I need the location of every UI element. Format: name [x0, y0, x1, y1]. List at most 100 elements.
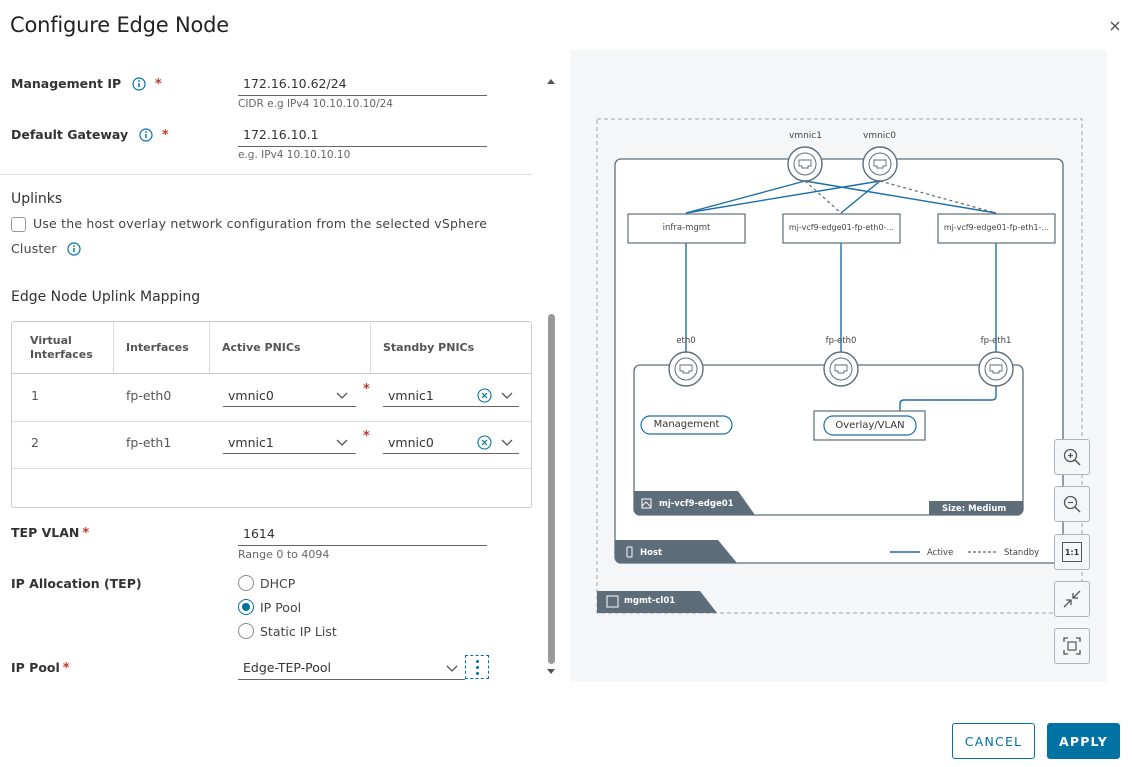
- active-pnic-select[interactable]: vmnic0: [223, 385, 356, 407]
- chevron-down-icon: [336, 392, 348, 399]
- edge-size-tab: [929, 501, 1023, 515]
- vmnic0-node: [862, 146, 898, 182]
- chevron-down-icon: [501, 439, 513, 446]
- radio-dhcp[interactable]: [238, 575, 254, 591]
- info-icon[interactable]: [67, 242, 81, 256]
- tep-vlan-label: TEP VLAN*: [11, 525, 89, 541]
- management-ip-label-text: Management IP: [11, 76, 122, 91]
- edge-interface-label: fp-eth0: [825, 336, 857, 346]
- radio-static-ip-list[interactable]: [238, 623, 254, 639]
- port-group-label: mj-vcf9-edge01-fp-eth1-...: [943, 223, 1050, 232]
- edge-interface-label: fp-eth1: [980, 336, 1012, 346]
- cluster-boundary: [596, 118, 1083, 614]
- management-ip-input[interactable]: 172.16.10.62/24: [238, 73, 487, 96]
- divider: [0, 174, 532, 175]
- cluster-tab: [597, 591, 717, 613]
- tep-vlan-label-text: TEP VLAN: [11, 525, 80, 540]
- host-overlay-checkbox-label: Use the host overlay network configurati…: [33, 216, 488, 231]
- interface-cell: fp-eth0: [126, 388, 172, 403]
- info-icon[interactable]: [131, 77, 146, 91]
- ip-pool-select[interactable]: Edge-TEP-Pool: [238, 657, 465, 680]
- host-overlay-checkbox-label-cont: Cluster: [11, 236, 81, 261]
- ip-pool-value: Edge-TEP-Pool: [243, 660, 331, 675]
- port-group-label: mj-vcf9-edge01-fp-eth0-...: [788, 223, 895, 232]
- edge-size-label: Size: Medium: [942, 504, 1007, 514]
- active-pnic-value: vmnic1: [228, 435, 274, 450]
- standby-pnic-select[interactable]: vmnic0: [383, 432, 519, 454]
- fit-to-screen-button[interactable]: [1054, 628, 1090, 664]
- row-divider: [12, 421, 531, 422]
- info-icon[interactable]: [138, 128, 153, 142]
- clear-icon[interactable]: [477, 388, 492, 403]
- active-pnic-select[interactable]: vmnic1: [223, 432, 356, 454]
- chevron-down-icon: [501, 392, 513, 399]
- default-gateway-label-text: Default Gateway: [11, 127, 129, 142]
- uplink-mapping-grid: Virtual Interfaces Interfaces Active PNI…: [11, 321, 532, 508]
- zoom-in-button[interactable]: [1054, 439, 1090, 475]
- cluster-label: mgmt-cl01: [624, 596, 676, 606]
- ip-pool-label-text: IP Pool: [11, 660, 60, 675]
- required-marker: *: [363, 382, 370, 397]
- default-gateway-hint: e.g. IPv4 10.10.10.10: [238, 149, 351, 161]
- virtual-interface-cell: 1: [31, 388, 39, 403]
- required-marker: *: [363, 429, 370, 444]
- tep-vlan-input[interactable]: 1614: [238, 523, 487, 546]
- standby-pnic-value: vmnic0: [388, 435, 434, 450]
- legend-active-label: Active: [927, 548, 954, 558]
- active-pnic-value: vmnic0: [228, 388, 274, 403]
- network-label: Overlay/VLAN: [835, 420, 905, 431]
- row-divider: [12, 373, 531, 374]
- host-label: Host: [640, 548, 663, 558]
- vmnic-label: vmnic0: [863, 131, 896, 141]
- radio-dhcp-label: DHCP: [260, 576, 296, 591]
- scroll-down-arrow-icon[interactable]: [546, 668, 556, 676]
- standby-links: [804, 180, 997, 214]
- zoom-reset-button[interactable]: 1:1: [1054, 534, 1090, 570]
- cluster-text: Cluster: [11, 241, 57, 256]
- scroll-up-arrow-icon[interactable]: [546, 77, 556, 85]
- collapse-button[interactable]: [1054, 581, 1090, 617]
- fp-eth0-node: [823, 351, 859, 387]
- management-ip-label: Management IP *: [11, 76, 162, 92]
- dialog-title: Configure Edge Node: [10, 13, 229, 37]
- host-overlay-checkbox[interactable]: [11, 217, 26, 232]
- network-label: Management: [653, 419, 720, 430]
- legend-standby-label: Standby: [1004, 548, 1040, 558]
- default-gateway-label: Default Gateway *: [11, 127, 169, 143]
- column-header: Standby PNICs: [383, 340, 475, 354]
- virtual-interface-cell: 2: [31, 435, 39, 450]
- close-icon[interactable]: [1108, 19, 1122, 33]
- clear-icon[interactable]: [477, 435, 492, 450]
- active-links: [685, 180, 997, 412]
- radio-ip-pool[interactable]: [238, 599, 254, 615]
- port-group-fp-eth0: [782, 213, 901, 244]
- required-marker: *: [154, 77, 162, 92]
- zoom-reset-label: 1:1: [1062, 542, 1082, 562]
- edge-name-tab: [634, 491, 755, 515]
- port-group-infra-mgmt: [627, 213, 746, 244]
- zoom-out-icon: [1063, 495, 1081, 513]
- collapse-icon: [1063, 590, 1081, 608]
- column-header: Interfaces: [114, 322, 210, 373]
- form-scroll-area: Management IP * 172.16.10.62/24 CIDR e.g…: [0, 60, 545, 690]
- default-gateway-input[interactable]: 172.16.10.1: [238, 124, 487, 147]
- tep-vlan-hint: Range 0 to 4094: [238, 548, 330, 561]
- row-divider: [12, 468, 531, 469]
- cancel-button[interactable]: CANCEL: [952, 723, 1035, 759]
- radio-static-ip-list-label: Static IP List: [260, 624, 337, 639]
- column-header: Active PNICs: [210, 322, 371, 373]
- standby-pnic-select[interactable]: vmnic1: [383, 385, 519, 407]
- overlay-network-pill: [823, 415, 917, 436]
- ip-pool-more-actions-button[interactable]: [465, 655, 489, 679]
- apply-button[interactable]: APPLY: [1047, 723, 1120, 759]
- vmnic1-node: [787, 146, 823, 182]
- eth0-node: [668, 351, 704, 387]
- edge-interface-label: eth0: [676, 336, 696, 346]
- uplink-mapping-title: Edge Node Uplink Mapping: [11, 289, 201, 305]
- topology-diagram: vmnic1 vmnic0 infra-mgmt mj-vcf9-edge01-…: [570, 50, 1107, 682]
- standby-pnic-value: vmnic1: [388, 388, 434, 403]
- interface-cell: fp-eth1: [126, 435, 172, 450]
- radio-ip-pool-label: IP Pool: [260, 600, 302, 615]
- scrollbar-thumb[interactable]: [548, 314, 555, 664]
- zoom-out-button[interactable]: [1054, 486, 1090, 522]
